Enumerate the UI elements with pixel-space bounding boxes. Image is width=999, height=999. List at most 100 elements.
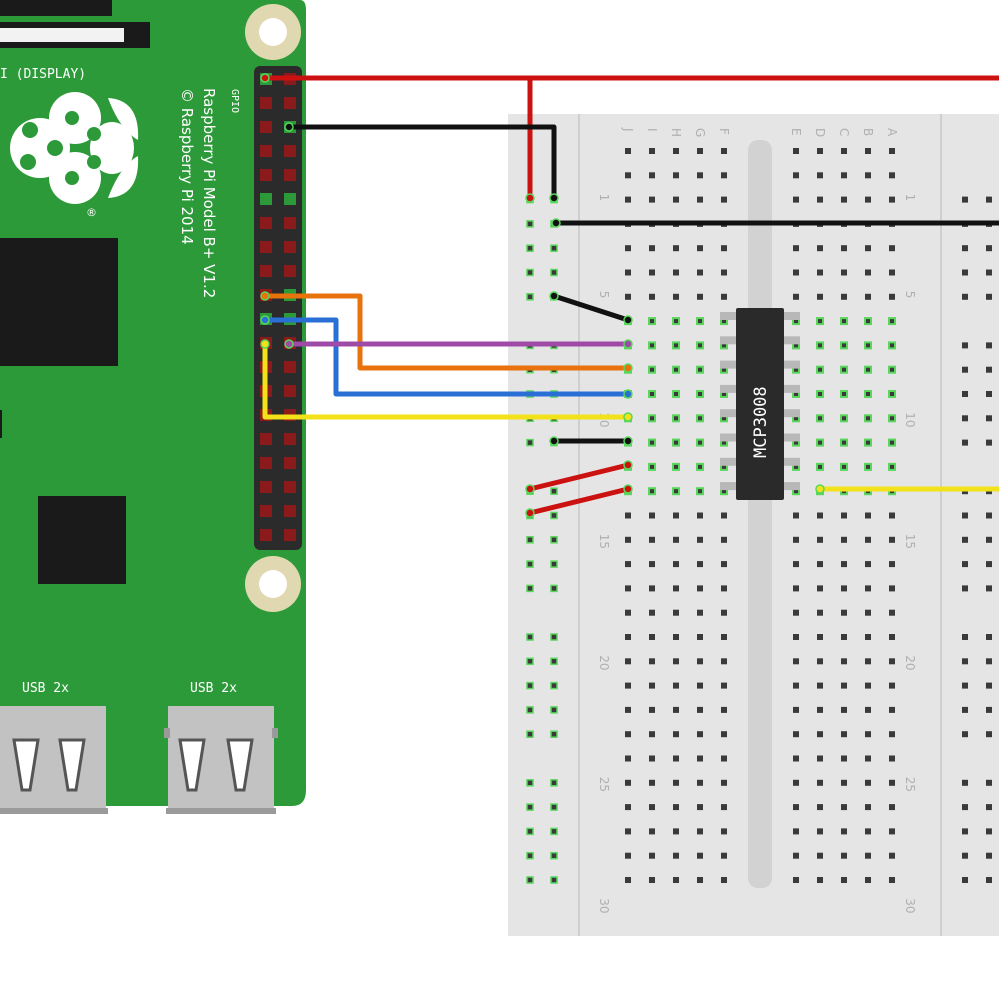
breadboard-hole [649, 877, 655, 883]
breadboard-hole [793, 877, 799, 883]
breadboard-hole [648, 390, 656, 398]
breadboard-hole [864, 462, 872, 471]
breadboard-hole [673, 585, 679, 592]
breadboard-hole [793, 293, 799, 300]
chip-vref-jumper [527, 462, 631, 492]
breadboard-hole [865, 828, 871, 835]
column-letter: D [813, 128, 827, 137]
rail-hole [986, 245, 992, 252]
breadboard-hole [721, 828, 727, 835]
rail-hole [550, 584, 558, 593]
breadboard-hole [889, 755, 895, 762]
breadboard-hole [649, 293, 655, 300]
rail-hole [986, 293, 992, 300]
breadboard-hole [864, 317, 872, 326]
breadboard-hole [841, 877, 847, 883]
breadboard-hole [840, 462, 848, 471]
rail-hole [550, 657, 558, 666]
breadboard-hole [817, 658, 823, 665]
breadboard-hole [673, 512, 679, 519]
wire-end [623, 460, 633, 470]
breadboard-hole [817, 852, 823, 859]
chip-pin [784, 433, 800, 442]
breadboard-hole [625, 512, 631, 519]
breadboard-hole [793, 148, 799, 154]
breadboard-hole [865, 269, 871, 276]
chip-pin [784, 384, 800, 393]
breadboard-hole [840, 390, 848, 398]
breadboard-hole [793, 561, 799, 568]
breadboard-hole [697, 682, 703, 689]
rail-hole [962, 682, 968, 689]
row-number: 30 [597, 898, 611, 913]
breadboard-hole [697, 828, 703, 835]
model-label: Raspberry Pi Model B+ V1.2 [200, 88, 218, 298]
breadboard-hole [697, 585, 703, 592]
breadboard-hole [673, 245, 679, 252]
gpio-pin [260, 97, 272, 109]
breadboard-hole [625, 828, 631, 835]
rail-hole [962, 731, 968, 738]
breadboard-hole [841, 682, 847, 689]
rail-hole [986, 634, 992, 640]
rail-hole [526, 633, 534, 641]
breadboard-hole [817, 634, 823, 640]
gpio-pin [284, 145, 296, 157]
breadboard-hole [721, 536, 727, 543]
rail-hole [550, 803, 558, 811]
breadboard-hole [888, 365, 896, 374]
breadboard-hole [721, 852, 727, 859]
breadboard-hole [649, 196, 655, 203]
gpio-pin [284, 505, 296, 517]
wire-end [815, 484, 825, 494]
breadboard-hole [697, 293, 703, 300]
mosi-wire [262, 317, 631, 397]
wire-end [525, 508, 535, 518]
breadboard-hole [721, 245, 727, 252]
gpio-pin [284, 193, 296, 205]
rail-hole [550, 681, 558, 690]
row-number: 15 [597, 534, 611, 549]
wire-end [284, 339, 294, 349]
clock-wire [262, 293, 631, 371]
gpio-pin [284, 529, 296, 541]
rail-hole [962, 245, 968, 252]
breadboard-hole [721, 779, 727, 786]
breadboard-hole [673, 852, 679, 859]
breadboard-hole [793, 172, 799, 179]
wire-end [260, 73, 270, 83]
breadboard-hole [697, 172, 703, 179]
chip-select-wire [262, 341, 631, 420]
breadboard-hole [672, 414, 680, 423]
breadboard-hole [865, 731, 871, 738]
breadboard-hole [673, 706, 679, 713]
rail-hole [526, 293, 534, 301]
wire-end [623, 363, 633, 373]
rail-hole [550, 268, 558, 277]
breadboard-hole [889, 245, 895, 252]
column-letter: G [693, 128, 707, 137]
breadboard-hole [865, 706, 871, 713]
breadboard-hole [649, 852, 655, 859]
breadboard-hole [625, 804, 631, 811]
breadboard-hole [649, 561, 655, 568]
breadboard-hole [697, 561, 703, 568]
rail-hole [986, 415, 992, 422]
breadboard-hole [889, 536, 895, 543]
rail-hole [962, 196, 968, 203]
breadboard-hole [673, 828, 679, 835]
column-letter: F [717, 128, 731, 135]
column-letter: E [789, 128, 803, 136]
breadboard-hole [697, 877, 703, 883]
rail-hole [962, 561, 968, 568]
wires [262, 75, 999, 516]
rail-hole [986, 391, 992, 397]
chip-vdd-jumper [527, 486, 631, 516]
breadboard-hole [625, 706, 631, 713]
chip-label: MCP3008 [751, 386, 771, 458]
usb-port-right [164, 706, 278, 814]
breadboard-hole [865, 512, 871, 519]
breadboard-hole [721, 706, 727, 713]
rail-hole [962, 828, 968, 835]
wire-end [623, 315, 633, 325]
